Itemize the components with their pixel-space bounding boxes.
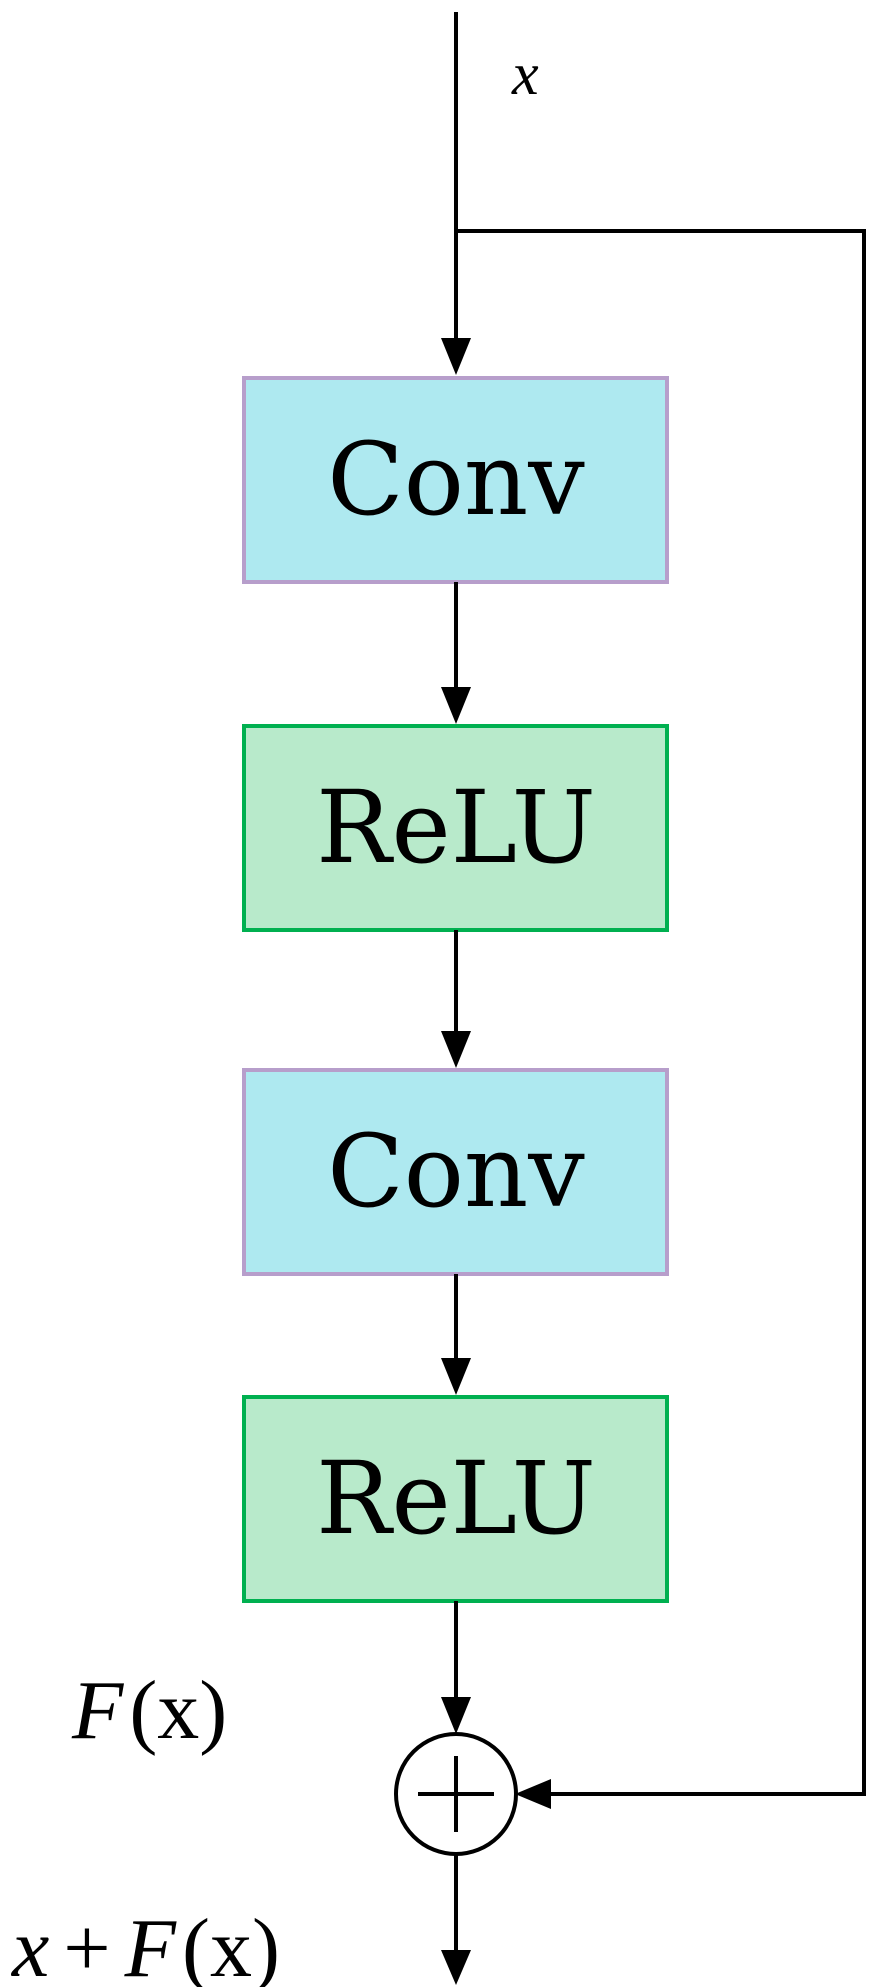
conv-block-1-label: Conv (327, 421, 585, 538)
residual-label: F(x) (71, 1664, 227, 1757)
skip-connection-line (456, 229, 866, 1796)
output-label: x+F(x) (10, 1902, 280, 1987)
conv-block-2: Conv (242, 1068, 669, 1276)
output-arrowhead (441, 1950, 471, 1985)
relu-block-1-box (242, 724, 669, 932)
arrow-into-block-4 (441, 1358, 471, 1395)
relu-block-1-label: ReLU (316, 769, 596, 886)
input-label: x (511, 41, 539, 107)
conv-block-2-label: Conv (327, 1113, 585, 1230)
adder-node (394, 1732, 518, 1856)
relu-block-2-label: ReLU (316, 1440, 596, 1557)
conv-block-1: Conv (242, 376, 669, 584)
skip-connection-arrowhead (515, 1779, 551, 1809)
relu-block-2-box (242, 1395, 669, 1603)
relu-block-1: ReLU (242, 724, 669, 932)
relu-block-2: ReLU (242, 1395, 669, 1603)
arrow-into-block-2 (441, 687, 471, 724)
arrow-into-block-3 (441, 1031, 471, 1068)
arrow-into-block-1 (441, 338, 471, 375)
conv-block-1-box (242, 376, 669, 584)
conv-block-2-box (242, 1068, 669, 1276)
arrow-into-adder (441, 1697, 471, 1734)
